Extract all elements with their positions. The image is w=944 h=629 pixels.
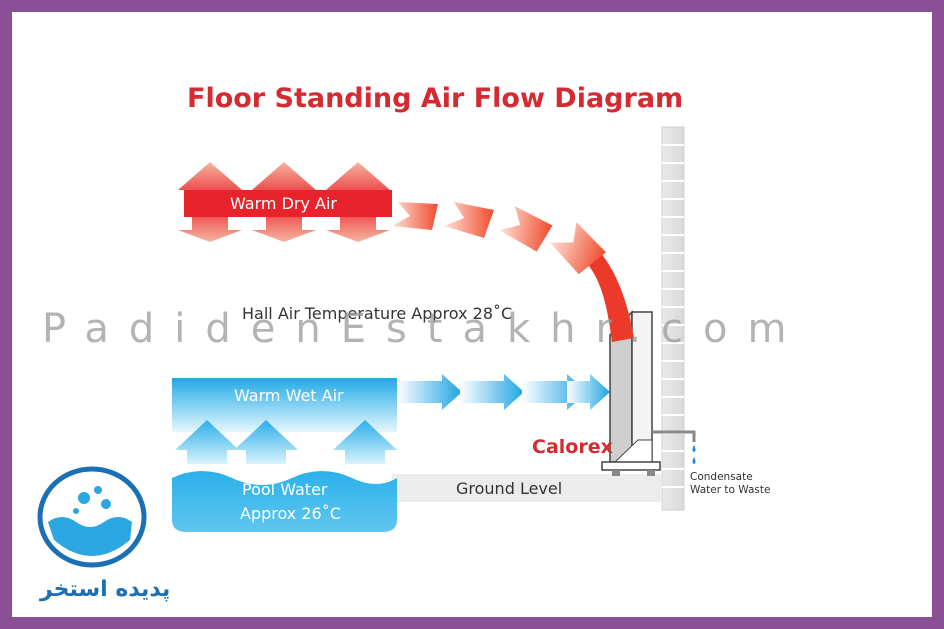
ground-level-label: Ground Level — [456, 479, 562, 498]
brand-label: Calorex — [532, 436, 613, 458]
pool-water — [172, 471, 397, 532]
wet-air-flow-arrows — [397, 374, 610, 410]
air-flow-diagram: Floor Standing Air Flow Diagram Ground L… — [37, 83, 806, 602]
diagram-frame: Floor Standing Air Flow Diagram Ground L… — [12, 12, 932, 617]
pool-temp-label: Approx 26˚C — [240, 504, 341, 523]
diagram-title: Floor Standing Air Flow Diagram — [187, 83, 683, 114]
watermark: PadidenEstakhr.com — [42, 306, 806, 352]
warm-dry-air-band — [184, 190, 392, 217]
logo-text: پدیده استخر — [39, 577, 170, 602]
evaporation-arrows — [175, 420, 397, 464]
condensate-label: Condensate — [690, 471, 753, 483]
logo-water-icon — [48, 517, 132, 556]
wall — [661, 126, 685, 511]
logo-ring-icon — [37, 466, 147, 568]
ground-level-band — [392, 474, 662, 502]
condensate-waste-label: Water to Waste — [690, 484, 770, 496]
hall-air-temperature-label: Hall Air Temperature Approx 28˚C — [242, 304, 512, 323]
condensate-drain — [652, 430, 696, 464]
warm-dry-air-label: Warm Dry Air — [230, 194, 337, 213]
company-logo: پدیده استخر — [37, 466, 170, 602]
pool-water-label: Pool Water — [242, 480, 328, 499]
warm-air-return-arrows — [392, 202, 634, 342]
warm-wet-air-label: Warm Wet Air — [234, 386, 344, 405]
dehumidifier-unit — [601, 310, 661, 476]
